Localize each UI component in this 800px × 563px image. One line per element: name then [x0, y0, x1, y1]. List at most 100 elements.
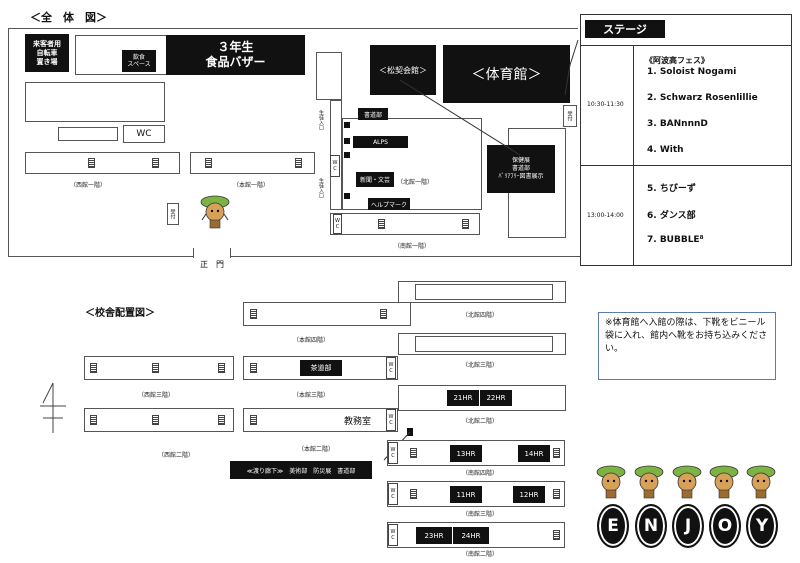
hr14-label: 14HR: [518, 445, 550, 462]
south-4f-label: （南館四階）: [462, 470, 499, 477]
slot1-time: 10:30-11:30: [587, 101, 624, 108]
north-hall-block: [342, 118, 482, 210]
stage-panel: ステージ 10:30-11:30 13:00-14:00 《阿波高フェス》 1.…: [580, 14, 792, 266]
hr22-label: 22HR: [480, 390, 512, 406]
north-1f-label: （北館一階）: [397, 179, 434, 186]
notice-box: ※体育館へ入館の際は、下靴をビニール袋に入れ、館内へ靴をお持ち込みください。: [598, 312, 776, 380]
west-2f-label: （西館二階）: [158, 452, 195, 459]
enjoy-letter-o: O: [709, 504, 741, 548]
stairs: [218, 415, 225, 425]
gymnasium-label: ＜体育館＞: [443, 45, 570, 103]
small-building: [58, 127, 118, 141]
school-title: ＜校舎配置図＞: [85, 308, 155, 319]
program-5: 5. ちびーず: [647, 184, 696, 194]
main-1f-label: （本館一階）: [233, 182, 270, 189]
program-4: 4. With: [647, 145, 684, 155]
south-1f-label: （南館一階）: [394, 243, 431, 250]
west-hall-1f: [25, 152, 180, 174]
shokei-hall-label: ＜松契会館＞: [370, 45, 436, 95]
slot2-time: 13:00-14:00: [587, 212, 624, 219]
south-2f-label: （南館二階）: [462, 551, 499, 558]
stairs: [90, 363, 97, 373]
shodo-club-label: 書道部: [358, 108, 388, 120]
stairs: [152, 158, 159, 168]
boundary-bottom-right: [230, 256, 580, 257]
reception-label: 受付: [566, 111, 573, 121]
stairs: [553, 530, 560, 540]
north-3f-label: （北館三階）: [462, 362, 499, 369]
stairs: [380, 309, 387, 319]
wc-building: WC: [123, 125, 165, 143]
north-4f-label: （北館四階）: [462, 312, 499, 319]
notice-text: ※体育館へ入館の際は、下靴をビニール袋に入れ、館内へ靴をお持ち込みください。: [605, 318, 768, 354]
boundary-top: [8, 28, 578, 29]
west-3f-label: （西館三階）: [138, 392, 175, 399]
help-mark-label: ヘルプマーク: [368, 198, 410, 210]
boundary-bottom-left: [8, 256, 193, 257]
newspaper-literature-label: 新聞・文芸: [356, 172, 394, 187]
stairs: [553, 448, 560, 458]
hr11-label: 11HR: [450, 486, 482, 503]
mascot-icon: [596, 465, 626, 499]
mascot-icon: [746, 465, 776, 499]
south-3f-label: （南館三階）: [462, 511, 499, 518]
gate-post: [230, 248, 231, 258]
stairs: [553, 489, 560, 499]
entrance-label-2: 生徒入口: [318, 178, 324, 198]
program-7: 7. BUBBLE⁸: [647, 235, 704, 245]
program-2: 2. Schwarz Rosenlillie: [647, 93, 758, 103]
enjoy-letter-n: N: [635, 504, 667, 548]
west-1f-label: （西館一階）: [70, 182, 107, 189]
tea-club-label: 茶道部: [300, 360, 342, 376]
reception-booth-2: 受付: [167, 203, 179, 225]
marker: [344, 193, 350, 199]
main-hall-1f: [190, 152, 315, 174]
main-4f-label: （本館四階）: [293, 337, 330, 344]
stairs: [250, 415, 257, 425]
visitor-parking: 来客者用 自転車 置き場: [25, 34, 69, 72]
food-bazaar: ３年生 食品バザー: [166, 35, 305, 75]
south-hall-1f: [330, 213, 480, 235]
stairs: [250, 309, 257, 319]
hr13-label: 13HR: [450, 445, 482, 462]
room: [415, 284, 553, 300]
festival-title: 《阿波高フェス》: [645, 56, 709, 65]
main-2f-label: （本館二階）: [298, 446, 335, 453]
corridor-exhibits-label: ≪渡り廊下≫ 美術部 防災展 書道部: [230, 461, 372, 479]
program-6: 6. ダンス部: [647, 211, 696, 221]
entrance-label: 生徒入口: [318, 110, 324, 130]
stairs: [88, 158, 95, 168]
stairs: [462, 219, 469, 229]
reception-label-2: 受付: [169, 209, 176, 219]
stairs: [205, 158, 212, 168]
building-block-west: [25, 82, 165, 122]
main-3f-label: （本館三階）: [293, 392, 330, 399]
stairs: [90, 415, 97, 425]
stairs: [410, 489, 417, 499]
stairs: [250, 363, 257, 373]
staff-room-label: 教務室: [344, 417, 372, 427]
enjoy-letter-j: J: [672, 504, 704, 548]
room: [415, 336, 553, 352]
hr12-label: 12HR: [513, 486, 545, 503]
stairs: [295, 158, 302, 168]
marker: [344, 138, 350, 144]
stage-divider: [581, 45, 791, 46]
program-3: 3. BANnnnD: [647, 119, 708, 129]
stairs: [218, 363, 225, 373]
reception-booth: 受付: [563, 105, 577, 127]
mascot-icon: [709, 465, 739, 499]
main-hall-2f: [243, 408, 398, 432]
marker: [344, 122, 350, 128]
north-2f-label: （北館二階）: [462, 418, 499, 425]
marker: [344, 152, 350, 158]
gate-post: [193, 248, 194, 258]
west-hall-3f: [84, 356, 234, 380]
overview-title: ＜全 体 図＞: [30, 11, 107, 24]
north-arrow-icon: [40, 382, 66, 433]
